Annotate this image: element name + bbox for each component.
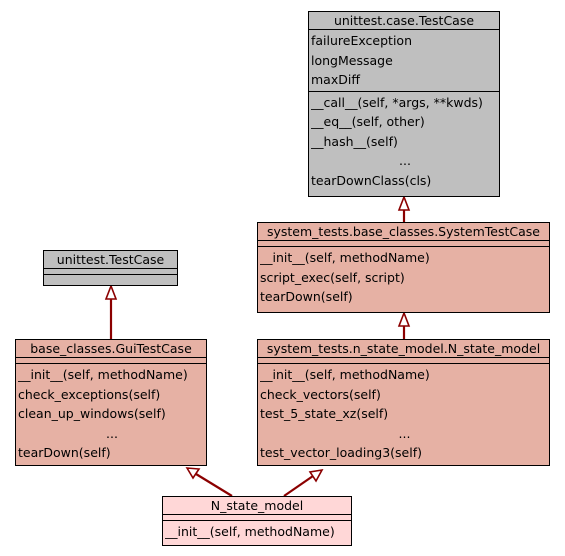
- method: check_exceptions(self): [18, 386, 161, 402]
- method-ellipsis: ...: [399, 153, 411, 168]
- attribute-section: [163, 515, 351, 521]
- method-section: __init__(self, methodName) check_vectors…: [258, 364, 549, 464]
- method: __call__(self, *args, **kwds): [311, 94, 483, 110]
- class-n-state-model[interactable]: N_state_model __init__(self, methodName): [162, 496, 352, 546]
- method-section: __init__(self, methodName) check_excepti…: [16, 364, 206, 464]
- method: script_exec(self, script): [260, 269, 405, 285]
- class-name: base_classes.GuiTestCase: [16, 340, 206, 358]
- method: tearDown(self): [260, 289, 353, 304]
- method-section: [44, 275, 177, 280]
- method: check_vectors(self): [260, 386, 381, 402]
- attribute: failureException: [311, 33, 413, 48]
- class-guitestcase[interactable]: base_classes.GuiTestCase __init__(self, …: [15, 339, 207, 466]
- class-n-state-model-full[interactable]: system_tests.n_state_model.N_state_model…: [257, 339, 550, 466]
- arrowhead-guitestcase: [185, 467, 201, 480]
- attribute-section: [44, 269, 177, 275]
- class-unittest-testcase[interactable]: unittest.TestCase: [43, 250, 178, 286]
- class-name: N_state_model: [163, 497, 351, 515]
- method-section: __init__(self, methodName): [163, 521, 351, 543]
- method: tearDown(self): [18, 445, 111, 460]
- method: __hash__(self): [311, 133, 398, 149]
- method: __init__(self, methodName): [260, 250, 430, 265]
- class-name: unittest.case.TestCase: [309, 12, 499, 30]
- method: __init__(self, methodName): [165, 524, 335, 539]
- arrowhead-systemtestcase: [397, 310, 411, 327]
- attribute-section: [258, 358, 549, 364]
- class-name: system_tests.n_state_model.N_state_model: [258, 340, 549, 358]
- edge-leaf-to-nstatemodelfull: [283, 475, 314, 497]
- method: test_5_state_xz(self): [260, 406, 389, 421]
- attribute: longMessage: [311, 52, 393, 68]
- method: __init__(self, methodName): [18, 367, 188, 382]
- arrowhead-testcase: [397, 194, 411, 211]
- attribute: maxDiff: [311, 72, 360, 87]
- method-section: __init__(self, methodName) script_exec(s…: [258, 247, 549, 308]
- edge-leaf-to-guitestcase: [195, 473, 233, 497]
- attribute-section: [258, 241, 549, 247]
- method: __eq__(self, other): [311, 114, 425, 129]
- method-ellipsis: ...: [398, 425, 411, 441]
- arrowhead-unittest: [104, 283, 118, 300]
- method: __init__(self, methodName): [260, 367, 430, 382]
- attribute-section: [16, 358, 206, 364]
- arrowhead-nstatemodelfull: [308, 468, 324, 483]
- method: clean_up_windows(self): [18, 406, 166, 421]
- method: test_vector_loading3(self): [260, 445, 422, 460]
- class-name: unittest.TestCase: [44, 251, 177, 269]
- class-name: system_tests.base_classes.SystemTestCase: [258, 223, 549, 241]
- class-systemtestcase[interactable]: system_tests.base_classes.SystemTestCase…: [257, 222, 550, 313]
- method-section: __call__(self, *args, **kwds) __eq__(sel…: [309, 92, 499, 192]
- method-ellipsis: ...: [106, 425, 118, 441]
- method: tearDownClass(cls): [311, 172, 432, 188]
- class-unittest-case-testcase[interactable]: unittest.case.TestCase failureException …: [308, 11, 500, 197]
- attribute-section: failureException longMessage maxDiff: [309, 30, 499, 92]
